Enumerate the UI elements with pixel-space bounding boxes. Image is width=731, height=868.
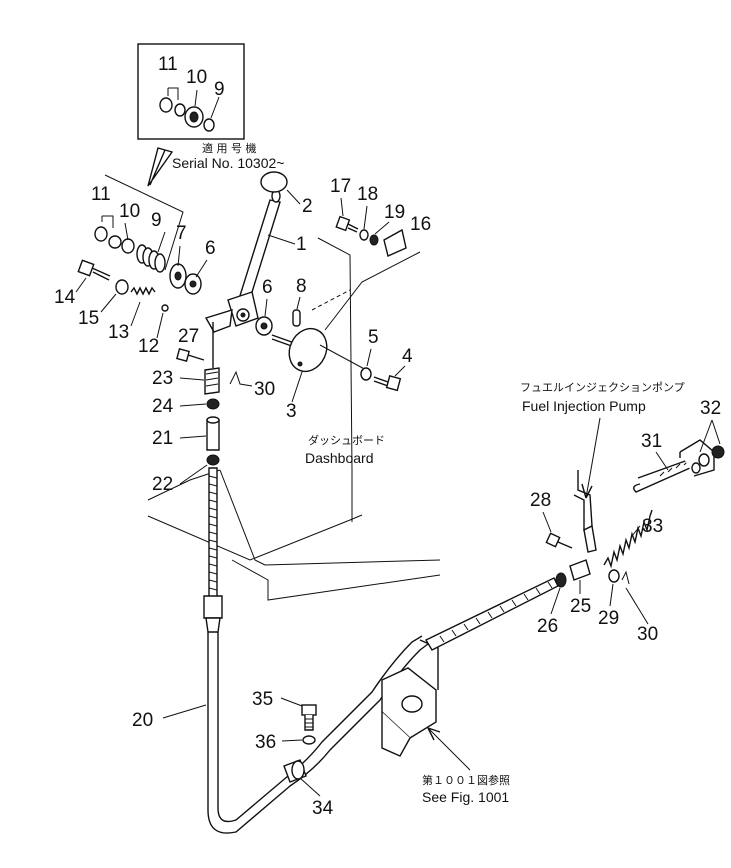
label-30b: 30	[637, 624, 658, 645]
label-22: 22	[152, 474, 173, 495]
label-29: 29	[598, 608, 619, 629]
label-14: 14	[54, 287, 76, 308]
plate-3	[271, 327, 371, 373]
inset-arrow	[147, 147, 174, 187]
pin-8	[292, 309, 301, 327]
plate-16	[383, 228, 407, 257]
label-31: 31	[641, 431, 662, 452]
nut-26	[555, 572, 567, 588]
nut-15	[115, 279, 129, 295]
label-20: 20	[132, 710, 153, 731]
see-fig-label: See Fig. 1001	[422, 789, 509, 805]
cotter-pin-30b	[621, 570, 630, 585]
label-inset-10: 10	[186, 67, 207, 88]
label-5: 5	[368, 327, 379, 348]
label-inset-9: 9	[214, 79, 225, 100]
spring-33	[603, 509, 653, 569]
label-21: 21	[152, 428, 173, 449]
ball-12	[161, 304, 169, 312]
bolt-35	[301, 704, 317, 731]
knob-2	[260, 171, 288, 193]
washer-19	[369, 234, 379, 246]
cable-end-threaded	[425, 577, 559, 651]
label-9: 9	[151, 210, 162, 231]
joint-25	[569, 559, 591, 581]
washer-29	[608, 569, 620, 583]
label-33: 33	[642, 516, 663, 537]
dashboard-panel-edge	[317, 237, 353, 471]
bolt-28	[545, 532, 573, 549]
label-13: 13	[108, 322, 129, 343]
cotter-pin-30	[229, 370, 253, 387]
washer-5	[360, 367, 372, 381]
label-15: 15	[78, 308, 99, 329]
label-28: 28	[530, 490, 551, 511]
spring-13	[130, 286, 156, 296]
label-25: 25	[570, 596, 591, 617]
dashboard-japanese: ダッシュボード	[308, 433, 385, 447]
label-36: 36	[255, 732, 276, 753]
label-1: 1	[296, 234, 307, 255]
label-23: 23	[152, 368, 173, 389]
label-inset-11: 11	[158, 54, 178, 75]
label-19: 19	[384, 202, 405, 223]
label-4: 4	[402, 346, 413, 367]
label-26: 26	[537, 616, 558, 637]
label-30a: 30	[254, 379, 275, 400]
label-11: 11	[91, 184, 111, 205]
dashboard-label: Dashboard	[305, 450, 374, 466]
washer-10a	[108, 235, 122, 249]
bracket-27	[204, 309, 233, 333]
label-32: 32	[700, 398, 721, 419]
bolt-17	[335, 215, 359, 233]
rod-31	[633, 459, 691, 493]
serial-number: Serial No. 10302~	[172, 155, 284, 171]
dashboard-body	[147, 469, 441, 601]
cable-20-inner	[217, 632, 423, 823]
cable-rod-threaded	[203, 467, 223, 633]
label-35: 35	[252, 689, 273, 710]
bracket-32	[679, 439, 725, 477]
label-7: 7	[176, 223, 187, 244]
see-fig-japanese: 第１００１図参照	[422, 773, 510, 787]
bolt-14	[77, 259, 111, 281]
joint-21	[206, 419, 220, 451]
bolt-4	[373, 375, 402, 392]
label-18: 18	[357, 184, 378, 205]
cable-20-outer	[207, 632, 429, 834]
washer-36	[302, 735, 316, 745]
label-24: 24	[152, 396, 174, 417]
mounting-bracket	[381, 639, 439, 757]
nut-24	[206, 398, 220, 410]
label-17: 17	[330, 176, 351, 197]
fuel-pump-japanese: フュエルインジェクションポンプ	[520, 381, 685, 394]
exploded-panel-outline	[104, 174, 184, 271]
nut-11	[94, 226, 108, 242]
washer-18	[359, 229, 369, 241]
label-6b: 6	[262, 277, 273, 298]
nut-22	[206, 454, 220, 466]
pump-lever	[573, 470, 597, 553]
fuel-pump-label: Fuel Injection Pump	[522, 398, 646, 414]
label-10: 10	[119, 201, 140, 222]
clevis-23	[204, 367, 220, 395]
label-6a: 6	[205, 238, 216, 259]
label-3: 3	[286, 401, 297, 422]
lever-1	[227, 189, 281, 327]
inset-nut	[159, 97, 173, 113]
inset-frame	[137, 43, 245, 140]
label-34: 34	[312, 798, 334, 819]
spring-9	[136, 244, 166, 273]
label-2: 2	[302, 196, 313, 217]
washer-10b	[121, 238, 135, 254]
inset-washer	[174, 103, 186, 117]
label-12: 12	[138, 336, 159, 357]
label-27: 27	[178, 326, 199, 347]
label-8: 8	[296, 276, 307, 297]
serial-inset: 11 10 9	[137, 43, 245, 140]
bolt-27b	[176, 348, 205, 362]
label-16: 16	[410, 214, 431, 235]
serial-japanese: 適 用 号 機	[202, 141, 257, 155]
